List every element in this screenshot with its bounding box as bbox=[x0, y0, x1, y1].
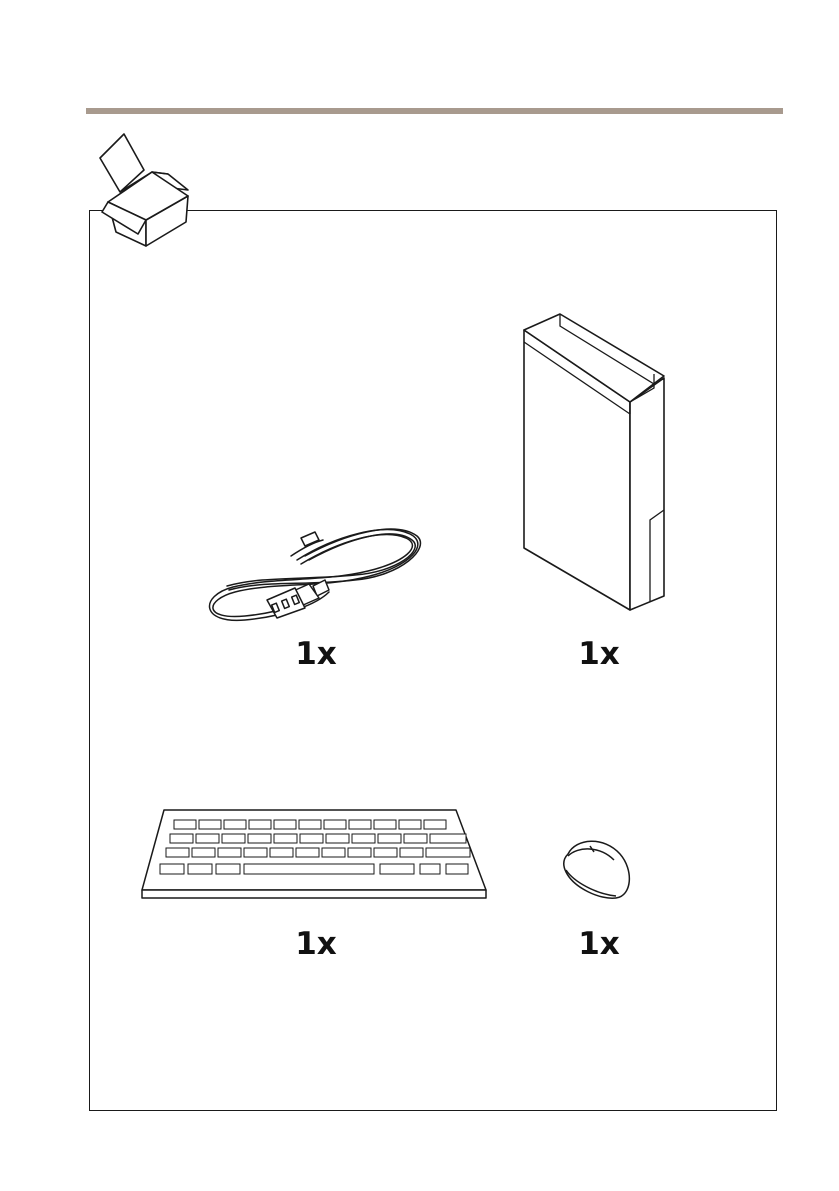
power-cable-quantity: 1x bbox=[266, 636, 366, 672]
mouse-quantity: 1x bbox=[549, 926, 649, 962]
keyboard-key bbox=[400, 848, 423, 857]
keyboard-icon bbox=[140, 806, 490, 900]
keyboard-key bbox=[222, 834, 245, 843]
keyboard-key bbox=[300, 834, 323, 843]
keyboard-key bbox=[244, 864, 374, 874]
keyboard-key bbox=[374, 820, 396, 829]
keyboard-key bbox=[296, 848, 319, 857]
keyboard-key bbox=[160, 864, 184, 874]
computer-tower-icon bbox=[520, 312, 668, 612]
keyboard-key bbox=[349, 820, 371, 829]
open-box-icon bbox=[96, 130, 196, 250]
keyboard-key bbox=[326, 834, 349, 843]
power-cable-icon bbox=[205, 516, 423, 626]
keyboard-quantity: 1x bbox=[266, 926, 366, 962]
keyboard-key bbox=[270, 848, 293, 857]
top-divider bbox=[86, 108, 783, 114]
keyboard-key bbox=[299, 820, 321, 829]
keyboard-key bbox=[166, 848, 189, 857]
keyboard-key bbox=[274, 820, 296, 829]
keyboard-key bbox=[192, 848, 215, 857]
keyboard-key bbox=[446, 864, 468, 874]
keyboard-key bbox=[348, 848, 371, 857]
mouse-icon bbox=[560, 836, 636, 902]
keyboard-key bbox=[216, 864, 240, 874]
keyboard-key bbox=[404, 834, 427, 843]
keyboard-key bbox=[199, 820, 221, 829]
keyboard-key bbox=[188, 864, 212, 874]
keyboard-key bbox=[380, 864, 414, 874]
keyboard-key bbox=[224, 820, 246, 829]
keyboard-key bbox=[430, 834, 466, 843]
keyboard-key bbox=[196, 834, 219, 843]
keyboard-key bbox=[424, 820, 446, 829]
keyboard-key bbox=[420, 864, 440, 874]
keyboard-key bbox=[244, 848, 267, 857]
keyboard-key bbox=[170, 834, 193, 843]
keyboard-key bbox=[374, 848, 397, 857]
keyboard-key bbox=[274, 834, 297, 843]
keyboard-key bbox=[249, 820, 271, 829]
keyboard-key bbox=[426, 848, 470, 857]
package-contents-frame bbox=[89, 210, 777, 1111]
computer-unit-quantity: 1x bbox=[549, 636, 649, 672]
keyboard-key bbox=[399, 820, 421, 829]
keyboard-key bbox=[322, 848, 345, 857]
keyboard-key bbox=[248, 834, 271, 843]
keyboard-key bbox=[174, 820, 196, 829]
keyboard-key bbox=[352, 834, 375, 843]
keyboard-key bbox=[378, 834, 401, 843]
keyboard-key bbox=[218, 848, 241, 857]
keyboard-key bbox=[324, 820, 346, 829]
